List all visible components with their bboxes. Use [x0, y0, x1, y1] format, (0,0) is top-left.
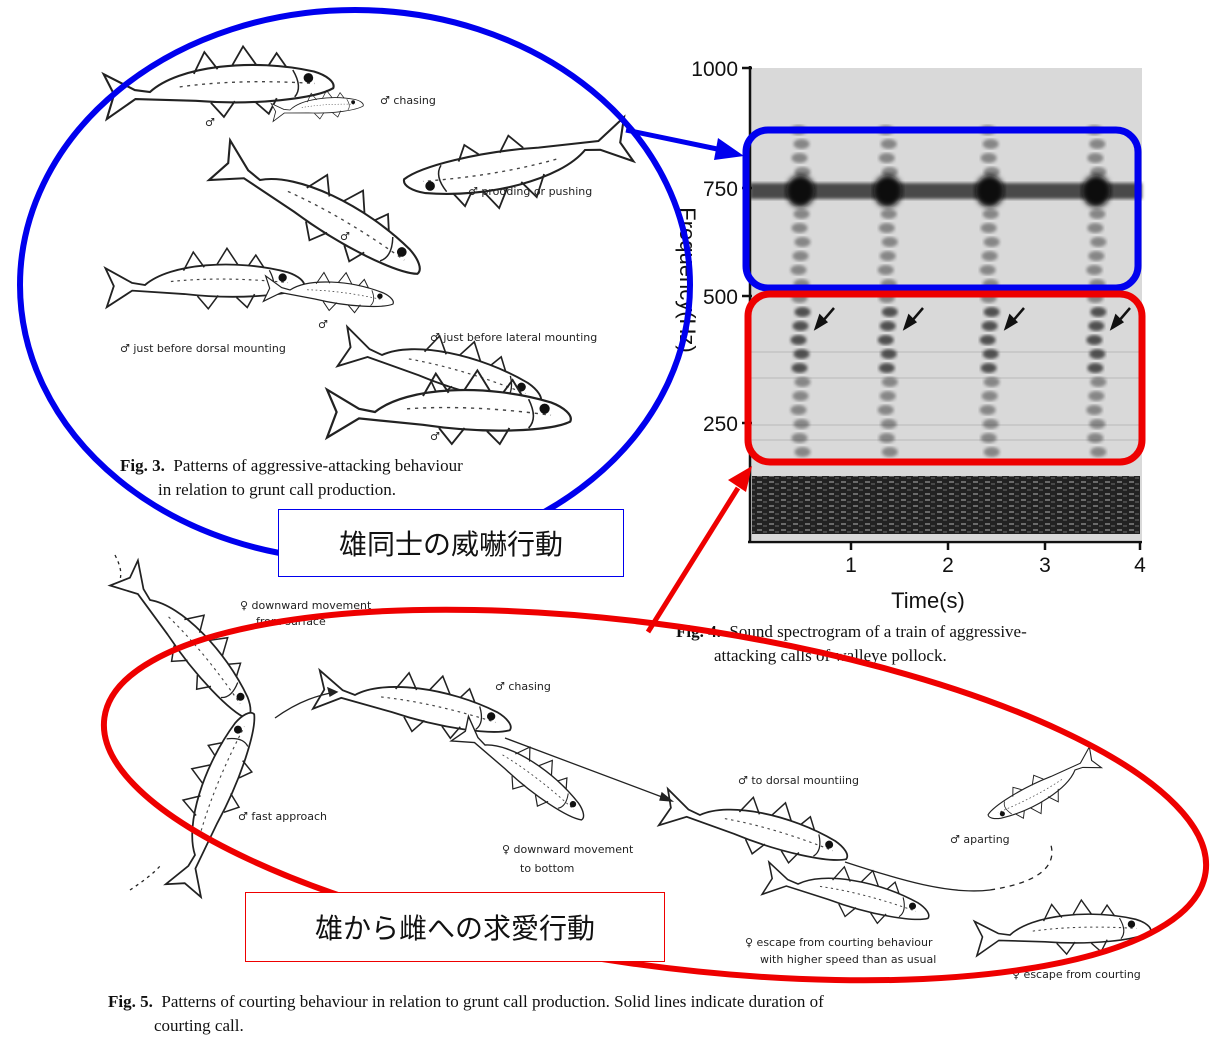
x-axis-title: Time(s)	[891, 588, 965, 613]
fig3-caption-num: Fig. 3.	[120, 456, 165, 475]
x-tick-2: 2	[942, 554, 954, 577]
fig3-label-male-b: ♂	[340, 230, 350, 243]
y-tick-1000: 1000	[691, 58, 738, 81]
red-arrow-head	[728, 466, 752, 492]
call-dominant-blob	[873, 175, 902, 207]
call-column-1	[786, 125, 815, 457]
y-tick-500: 500	[703, 286, 738, 309]
fig5-label-female-down: ♀ downward movement	[240, 599, 372, 612]
fig3-caption-line2: in relation to grunt call production.	[158, 480, 396, 499]
y-tick-750: 750	[703, 178, 738, 201]
fig5-label-male-fast: ♂ fast approach	[238, 810, 327, 823]
fig5-label-female-escape1: ♀ escape from courting behaviour	[745, 936, 933, 949]
fig5-caption-num: Fig. 5.	[108, 992, 153, 1011]
fig5-caption-line1: Patterns of courting behaviour in relati…	[161, 992, 824, 1011]
fig3-label-chasing: ♂ chasing	[380, 94, 436, 107]
noise-band	[752, 476, 1140, 534]
blue-ellipse	[17, 7, 693, 563]
blue-annotation-label: 雄同士の威嚇行動	[278, 509, 624, 577]
fig3-label-male-a: ♂	[205, 116, 215, 129]
blue-highlight-box	[742, 126, 1142, 292]
x-tick-3: 3	[1039, 554, 1051, 577]
call-arrows	[813, 307, 1131, 331]
red-annotation-label: 雄から雌への求愛行動	[245, 892, 665, 962]
fig5-caption-line2: courting call.	[154, 1016, 244, 1035]
call-dominant-blob	[786, 175, 815, 207]
x-tick-1: 1	[845, 554, 857, 577]
fig5-label-female-bottom1: ♀ downward movement	[502, 843, 634, 856]
blue-arrow-head	[714, 138, 744, 160]
fig5-caption: Fig. 5. Patterns of courting behaviour i…	[108, 990, 1168, 1038]
call-dominant-blob	[975, 175, 1004, 207]
call-dominant-blob	[1082, 175, 1111, 207]
fig5-label-female-bottom2: to bottom	[520, 862, 574, 875]
band-750hz	[750, 183, 1142, 199]
fig3-label-lateral: ♂ just before lateral mounting	[430, 331, 597, 344]
fig5-label-male-dorsal: ♂ to dorsal mountiing	[738, 774, 859, 787]
fig3-caption: Fig. 3. Patterns of aggressive-attacking…	[120, 454, 600, 502]
fig3-label-dorsal: ♂ just before dorsal mounting	[120, 342, 286, 355]
call-columns	[786, 125, 1111, 457]
fig5-label-female-escape3: ♀ escape from courting	[1012, 968, 1141, 981]
fig5-label-female-escape2: with higher speed than as usual	[760, 953, 936, 966]
fig5-label-male-aparting: ♂ aparting	[950, 833, 1010, 846]
call-column-3	[975, 125, 1004, 457]
fig3-label-male-c: ♂	[318, 318, 328, 331]
x-tick-4: 4	[1134, 554, 1146, 577]
fig3-label-male-d: ♂	[430, 430, 440, 443]
y-tick-250: 250	[703, 413, 738, 436]
call-column-2	[873, 125, 902, 457]
red-ellipse	[100, 606, 1210, 984]
fig3-caption-line1: Patterns of aggressive-attacking behavio…	[173, 456, 463, 475]
fig4-caption-line1: Sound spectrogram of a train of aggressi…	[729, 622, 1027, 641]
fig3-label-prodding: ♂ prodding or pushing	[468, 185, 592, 198]
fig5-label-male-chasing: ♂ chasing	[495, 680, 551, 693]
red-highlight-box	[744, 290, 1146, 466]
